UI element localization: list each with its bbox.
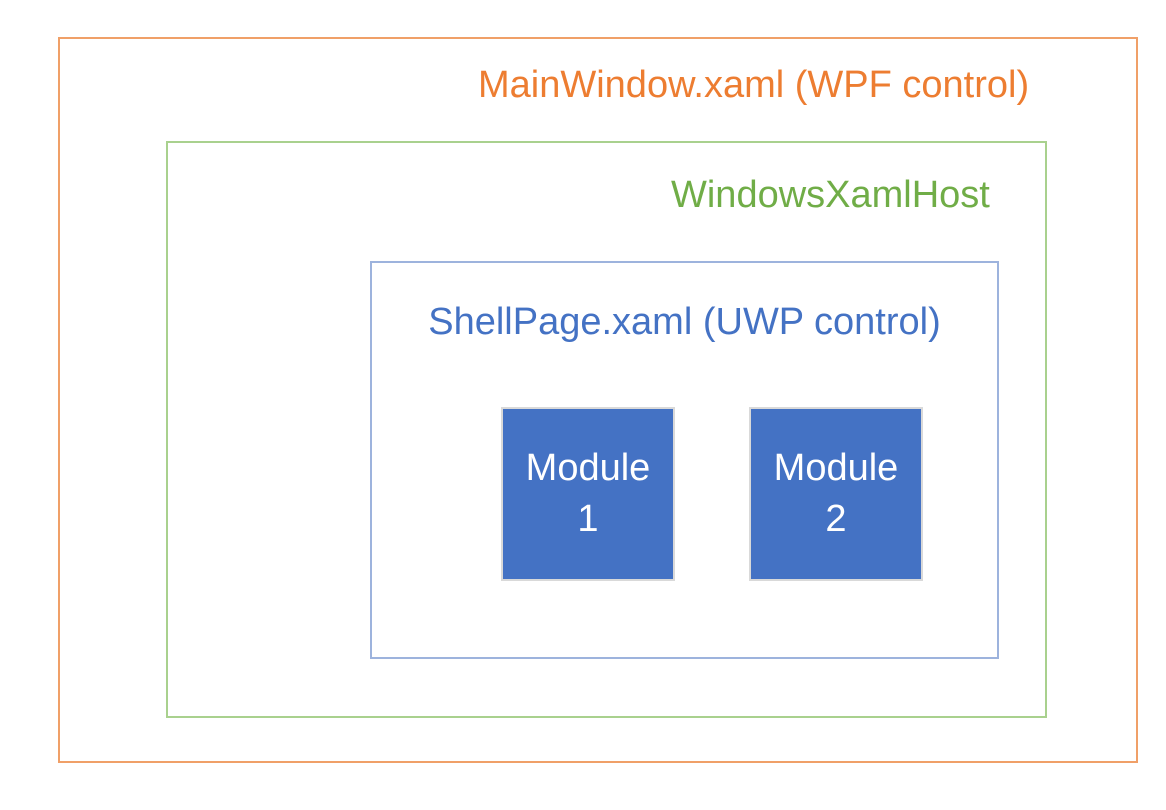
module-2-label-line2: 2 [825, 498, 847, 540]
windowsxamlhost-label: WindowsXamlHost [671, 174, 990, 216]
shellpage-label: ShellPage.xaml (UWP control) [428, 301, 941, 343]
shellpage-box: ShellPage.xaml (UWP control) Module 1 Mo… [370, 261, 999, 659]
mainwindow-label: MainWindow.xaml (WPF control) [478, 64, 1030, 106]
module-2-box: Module 2 [749, 407, 923, 581]
module-1-label-line2: 1 [577, 498, 599, 540]
windowsxamlhost-box: WindowsXamlHost ShellPage.xaml (UWP cont… [166, 141, 1047, 718]
mainwindow-box: MainWindow.xaml (WPF control) WindowsXam… [58, 37, 1138, 763]
module-1-label-line1: Module [525, 446, 651, 489]
module-1-box: Module 1 [501, 407, 675, 581]
module-2-label-line1: Module [773, 446, 899, 489]
